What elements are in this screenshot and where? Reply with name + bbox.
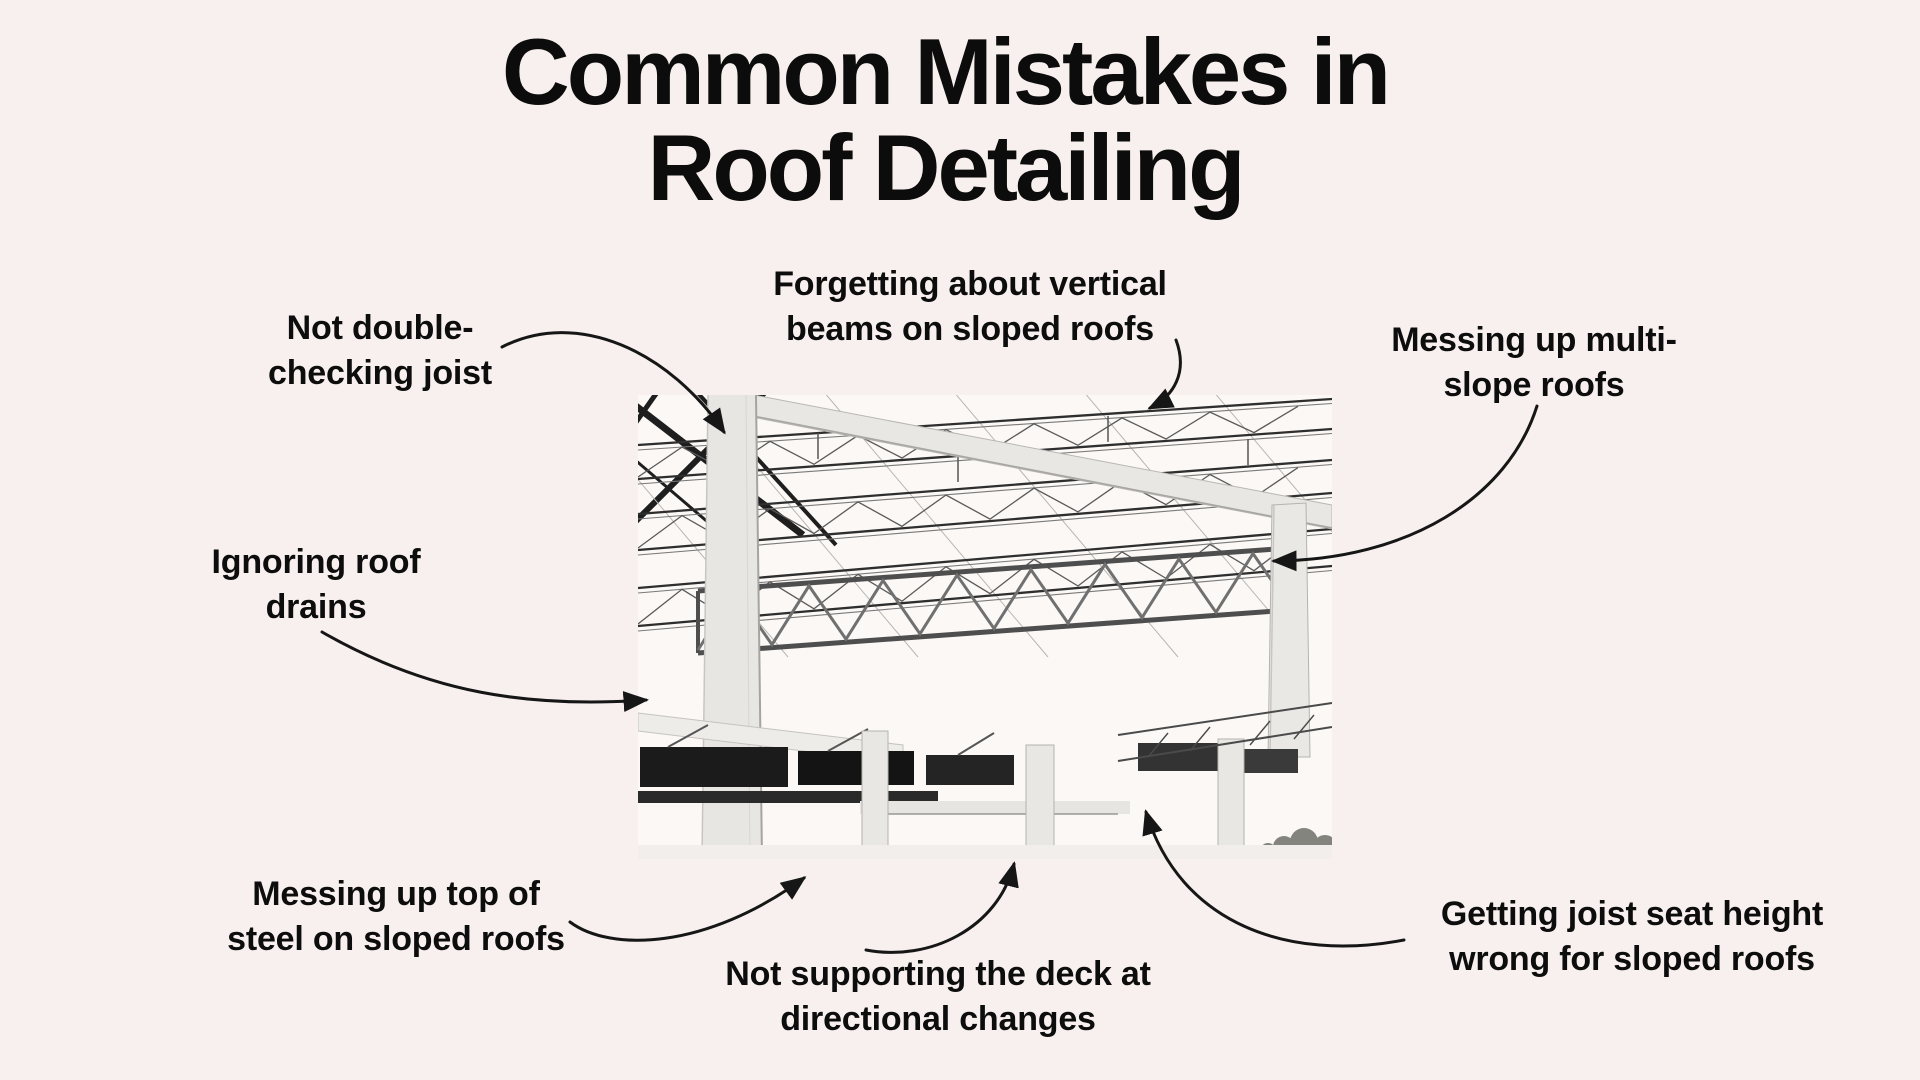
page-title-line1: Common Mistakes in bbox=[501, 19, 1391, 124]
arrow-deck-directional-changes bbox=[864, 861, 1019, 954]
label-not-double-checking-joist: Not double-checking joist bbox=[268, 309, 492, 392]
joist-girder-truss bbox=[696, 544, 1305, 656]
right-lower-trusses bbox=[1117, 702, 1333, 762]
label-deck-directional-changes: Not supporting the deck at directional c… bbox=[725, 955, 1151, 1038]
left-column bbox=[701, 394, 763, 860]
label-forgetting-vertical-beams: Forgetting about vertical beams on slope… bbox=[773, 265, 1167, 348]
arrow-ignoring-roof-drains bbox=[320, 630, 649, 713]
arrow-top-of-steel-sloped-roofs bbox=[568, 876, 807, 942]
roof-structure-photo bbox=[557, 384, 1439, 860]
ground-strip bbox=[638, 845, 1332, 859]
right-column bbox=[1267, 502, 1311, 758]
label-joist-seat-height: Getting joist seat height wrong for slop… bbox=[1440, 895, 1824, 978]
roof-structure-illustration bbox=[557, 384, 1439, 860]
page-title-line2: Roof Detailing bbox=[647, 114, 1245, 220]
label-ignoring-roof-drains: Ignoring roof drains bbox=[211, 543, 421, 626]
label-top-of-steel-sloped-roofs: Messing up top of steel on sloped roofs bbox=[227, 875, 565, 958]
page-title: Common Mistakes in Roof Detailing bbox=[0, 24, 1890, 216]
label-multi-slope-roofs: Messing up multi-slope roofs bbox=[1391, 321, 1677, 404]
